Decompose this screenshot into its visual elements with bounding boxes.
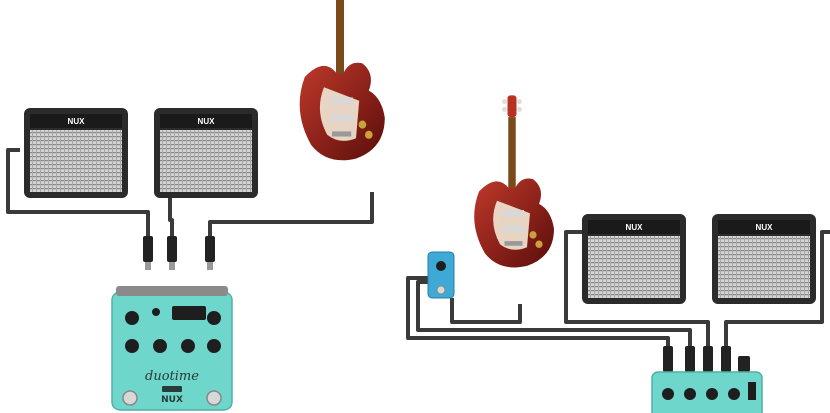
amp-icon: NUX [154,108,258,198]
cable-plug-icon [143,236,153,270]
cable-plug-icon [167,236,177,270]
pedal-brand-label: NUX [161,395,183,405]
left-setup: NUX NUX duotime NUX [8,0,385,410]
delay-pedal-icon: duotime NUX [112,286,232,410]
amp-icon: NUX [24,108,128,198]
mini-pedal-icon [428,252,454,298]
guitar-icon [300,0,385,160]
guitar-icon [474,95,554,267]
amp-icon: NUX [712,214,816,304]
right-setup: NUX NUX [408,95,830,413]
amp-brand-label: NUX [756,223,774,232]
power-plug-icon [738,356,750,372]
cable-plug-icon [205,236,215,270]
delay-pedal-icon [652,372,762,413]
amp-icon: NUX [582,214,686,304]
amp-brand-label: NUX [198,117,216,126]
amp-brand-label: NUX [626,223,644,232]
pedal-model-label: duotime [145,369,199,384]
amp-brand-label: NUX [68,117,86,126]
